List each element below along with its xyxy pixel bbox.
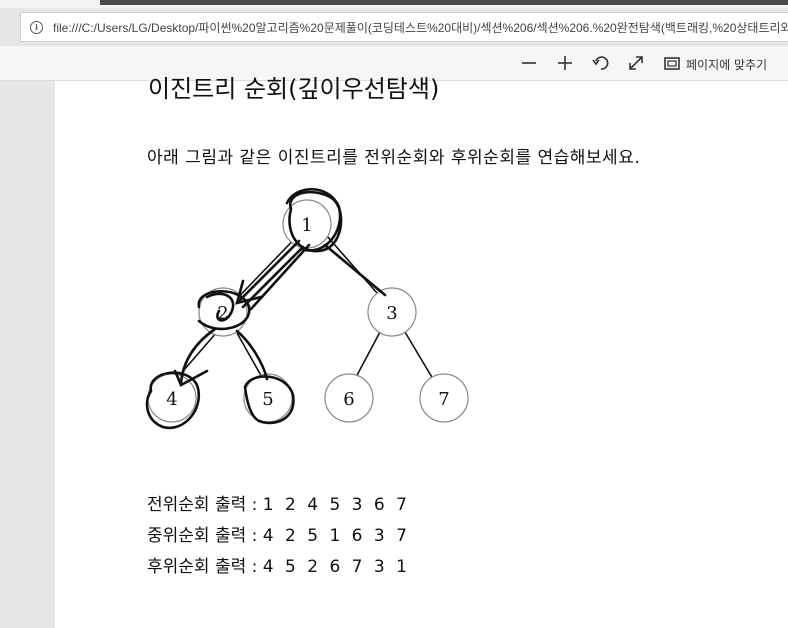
address-url[interactable]: file:///C:/Users/LG/Desktop/파이썬%20알고리즘%2… — [53, 21, 788, 35]
fit-page-icon[interactable] — [662, 53, 682, 73]
inorder-result: 중위순회 출력 : 4 2 5 1 6 3 7 — [147, 521, 410, 546]
preorder-label: 전위순회 출력 : — [147, 495, 258, 515]
edge-3-7 — [404, 331, 434, 380]
tree-node-7-label: 7 — [438, 389, 449, 410]
instruction-text: 아래 그림과 같은 이진트리를 전위순회와 후위순회를 연습해보세요. — [147, 148, 641, 168]
tree-node-3 — [367, 287, 417, 337]
binary-tree-diagram: 1 2 3 4 5 6 7 — [145, 188, 469, 430]
fullscreen-icon[interactable] — [626, 53, 646, 73]
handwritten-annotations — [145, 188, 387, 430]
info-icon[interactable]: i — [30, 21, 43, 34]
pdf-page: 이진트리 순회(깊이우선탐색) 아래 그림과 같은 이진트리를 전위순회와 후위… — [55, 75, 788, 628]
tree-node-3-label: 3 — [386, 303, 397, 324]
tree-node-6 — [324, 373, 374, 423]
tree-node-7 — [419, 373, 469, 423]
tree-node-1-label: 1 — [301, 215, 312, 236]
fit-page-button[interactable]: 페이지에 맞추기 — [686, 58, 768, 72]
inorder-label: 중위순회 출력 : — [147, 526, 258, 546]
edge-2-5 — [236, 332, 264, 380]
edge-1-3 — [318, 226, 378, 294]
address-bar[interactable]: i file:///C:/Users/LG/Desktop/파이썬%20알고리즘… — [20, 12, 788, 42]
postorder-sequence: 4 5 2 6 7 3 1 — [262, 557, 410, 577]
tree-node-2-label: 2 — [217, 303, 228, 324]
tree-node-4-label: 4 — [166, 389, 177, 410]
page-title: 이진트리 순회(깊이우선탐색) — [148, 75, 440, 103]
rotate-icon[interactable] — [591, 53, 611, 73]
inorder-sequence: 4 2 5 1 6 3 7 — [262, 526, 410, 546]
window-top-strip — [0, 0, 788, 8]
tree-node-6-label: 6 — [343, 389, 354, 410]
pdf-toolbar: 페이지에 맞추기 — [0, 46, 788, 81]
tab-strip — [100, 0, 788, 5]
tree-node-2 — [198, 287, 248, 337]
zoom-out-icon[interactable] — [519, 53, 539, 73]
tree-node-5-label: 5 — [262, 389, 273, 410]
preorder-result: 전위순회 출력 : 1 2 4 5 3 6 7 — [147, 490, 410, 515]
zoom-in-icon[interactable] — [555, 53, 575, 73]
edge-3-6 — [354, 331, 381, 380]
postorder-result: 후위순회 출력 : 4 5 2 6 7 3 1 — [147, 552, 410, 577]
postorder-label: 후위순회 출력 : — [147, 557, 258, 577]
preorder-sequence: 1 2 4 5 3 6 7 — [262, 495, 410, 515]
